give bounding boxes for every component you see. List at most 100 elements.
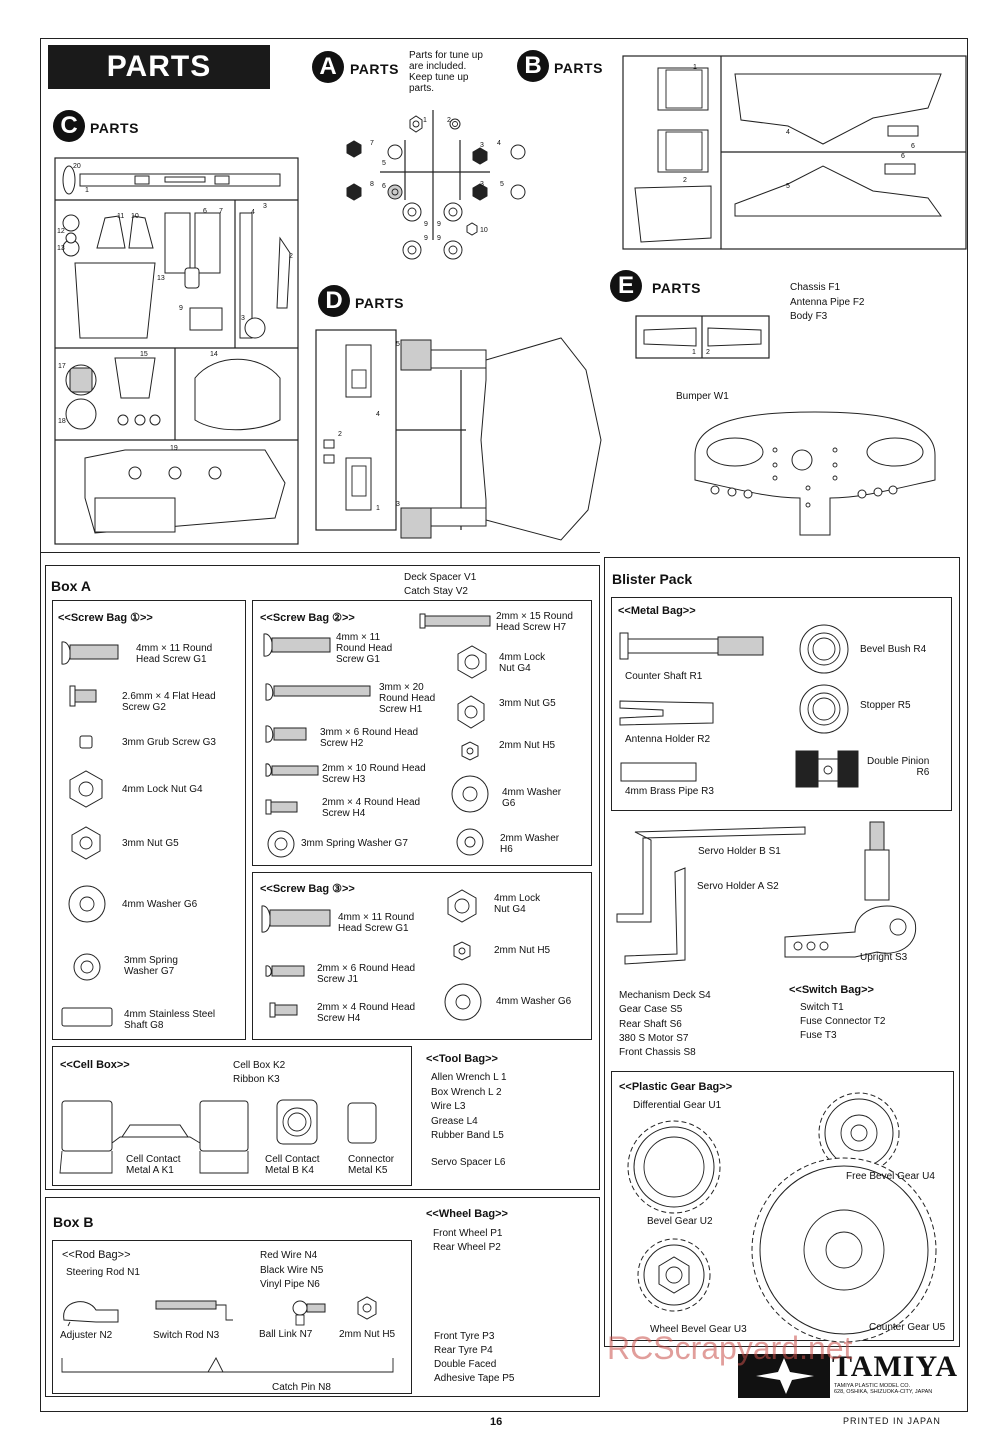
sprue-d-letter: D bbox=[318, 285, 350, 317]
svg-text:7: 7 bbox=[370, 140, 374, 147]
h6-label: 2mm Washer H6 bbox=[500, 833, 560, 855]
svg-text:9: 9 bbox=[437, 235, 441, 242]
svg-text:13: 13 bbox=[157, 275, 165, 282]
box-a-frame bbox=[45, 565, 600, 1190]
sprue-d-drawing: 5 3 4 2 1 bbox=[315, 329, 602, 541]
g3-label: 3mm Grub Screw G3 bbox=[122, 737, 216, 748]
bag3-g1-label: 4mm × 11 Round Head Screw G1 bbox=[338, 912, 415, 934]
watermark: RCScrapyard.net bbox=[607, 1330, 853, 1366]
svg-text:8: 8 bbox=[370, 181, 374, 188]
page-title: PARTS bbox=[48, 45, 270, 89]
svg-text:6: 6 bbox=[203, 208, 207, 215]
tamiya-star-icon bbox=[756, 1358, 814, 1394]
svg-text:11: 11 bbox=[117, 213, 124, 220]
r3-label: 4mm Brass Pipe R3 bbox=[625, 786, 714, 797]
svg-text:17: 17 bbox=[58, 363, 66, 370]
brand-name: TAMIYA bbox=[832, 1350, 959, 1383]
svg-text:12: 12 bbox=[57, 228, 65, 235]
screw-bag-3-icons bbox=[261, 889, 482, 1021]
k5-label: Connector Metal K5 bbox=[348, 1154, 395, 1176]
svg-text:15: 15 bbox=[140, 351, 148, 358]
g1-label: 4mm × 11 Round Head Screw G1 bbox=[136, 643, 213, 665]
sprue-e-list: Chassis F1 Antenna Pipe F2 Body F3 bbox=[790, 282, 865, 322]
rod-bag-title: <<Rod Bag>> bbox=[62, 1249, 131, 1261]
r5-label: Stopper R5 bbox=[860, 700, 911, 711]
svg-text:3: 3 bbox=[480, 142, 484, 149]
sprue-b-drawing: 12 45 66 bbox=[622, 55, 967, 250]
svg-text:3: 3 bbox=[396, 501, 400, 508]
gear-bag-frame bbox=[611, 1071, 954, 1341]
gear-bag-title: <<Plastic Gear Bag>> bbox=[619, 1081, 733, 1093]
svg-text:2: 2 bbox=[338, 431, 342, 438]
n2-label: Adjuster N2 bbox=[60, 1330, 113, 1341]
bag2-g7-label: 3mm Spring Washer G7 bbox=[301, 838, 408, 849]
top-divider bbox=[40, 552, 600, 553]
rod-bag-frame bbox=[52, 1240, 412, 1394]
brand-address: TAMIYA PLASTIC MODEL CO. 628, OSHIKA, SH… bbox=[834, 1383, 933, 1395]
screw-bag-2-frame bbox=[252, 600, 592, 866]
s3-label: Upright S3 bbox=[860, 952, 908, 963]
bag3-g4-label: 4mm Lock Nut G4 bbox=[494, 893, 541, 915]
bag2-g6-label: 4mm Washer G6 bbox=[502, 787, 562, 809]
u1-label: Differential Gear U1 bbox=[633, 1100, 722, 1111]
g2-label: 2.6mm × 4 Flat Head Screw G2 bbox=[122, 691, 216, 713]
servo-holder-drawing bbox=[616, 821, 917, 965]
svg-text:4: 4 bbox=[786, 129, 790, 136]
screw-bag-1-frame bbox=[52, 600, 246, 1040]
svg-text:10: 10 bbox=[131, 213, 139, 220]
sprue-b-label: PARTS bbox=[554, 60, 603, 76]
svg-text:3: 3 bbox=[241, 315, 245, 322]
r1-label: Counter Shaft R1 bbox=[625, 671, 703, 682]
svg-text:9: 9 bbox=[437, 221, 441, 228]
svg-text:5: 5 bbox=[396, 341, 400, 348]
n7-label: Ball Link N7 bbox=[259, 1329, 313, 1340]
g4-label: 4mm Lock Nut G4 bbox=[122, 784, 203, 795]
u3-label: Wheel Bevel Gear U3 bbox=[650, 1324, 747, 1335]
sprue-e-label: PARTS bbox=[652, 280, 701, 296]
rod-bag-icons bbox=[61, 1296, 394, 1373]
cell-box-title: <<Cell Box>> bbox=[60, 1059, 130, 1071]
svg-text:4: 4 bbox=[376, 411, 380, 418]
svg-text:1: 1 bbox=[376, 505, 380, 512]
wheel-bag-tyres: Front Tyre P3 Rear Tyre P4 Double Faced … bbox=[434, 1331, 515, 1384]
page-number: 16 bbox=[490, 1416, 503, 1428]
printed-in-japan: PRINTED IN JAPAN bbox=[843, 1416, 941, 1426]
bumper-drawing bbox=[694, 411, 936, 536]
svg-text:19: 19 bbox=[170, 445, 178, 452]
svg-text:13: 13 bbox=[57, 245, 65, 252]
sprue-c-label: PARTS bbox=[90, 120, 139, 136]
gear-bag-icons bbox=[627, 1092, 937, 1343]
svg-text:1: 1 bbox=[693, 64, 697, 71]
svg-text:2: 2 bbox=[683, 177, 687, 184]
sprue-c-letter: C bbox=[53, 110, 85, 142]
k1-label: Cell Contact Metal A K1 bbox=[126, 1154, 181, 1176]
svg-text:14: 14 bbox=[210, 351, 218, 358]
svg-text:5: 5 bbox=[382, 160, 386, 167]
n3-label: Switch Rod N3 bbox=[153, 1330, 220, 1341]
u2-label: Bevel Gear U2 bbox=[647, 1216, 713, 1227]
g5-label: 3mm Nut G5 bbox=[122, 838, 179, 849]
r6-label: Double Pinion R6 bbox=[867, 756, 930, 778]
blister-title: Blister Pack bbox=[612, 571, 693, 587]
rod-bag-wires: Red Wire N4 Black Wire N5 Vinyl Pipe N6 bbox=[260, 1250, 324, 1290]
svg-text:5: 5 bbox=[500, 181, 504, 188]
switch-bag-title: <<Switch Bag>> bbox=[789, 984, 874, 996]
cell-box-icons bbox=[59, 1099, 377, 1174]
mechanism-list: Mechanism Deck S4 Gear Case S5 Rear Shaf… bbox=[619, 990, 711, 1059]
svg-text:1: 1 bbox=[85, 187, 89, 194]
svg-text:4: 4 bbox=[497, 140, 501, 147]
bag2-g5-label: 3mm Nut G5 bbox=[499, 698, 556, 709]
bag3-h4-label: 2mm × 4 Round Head Screw H4 bbox=[317, 1002, 416, 1024]
sprue-a-label: PARTS bbox=[350, 61, 399, 77]
svg-text:3: 3 bbox=[480, 181, 484, 188]
screw-bag-3-frame bbox=[252, 872, 592, 1040]
bumper-label: Bumper W1 bbox=[676, 391, 729, 402]
parts-sheet-frame bbox=[40, 38, 968, 1412]
screw-bag-2-right-icons bbox=[419, 613, 491, 856]
deck-spacer-list: Deck Spacer V1 Catch Stay V2 bbox=[404, 572, 477, 597]
h7-label: 2mm × 15 Round Head Screw H7 bbox=[496, 611, 573, 633]
bag2-g1-label: 4mm × 11 Round Head Screw G1 bbox=[336, 632, 393, 665]
